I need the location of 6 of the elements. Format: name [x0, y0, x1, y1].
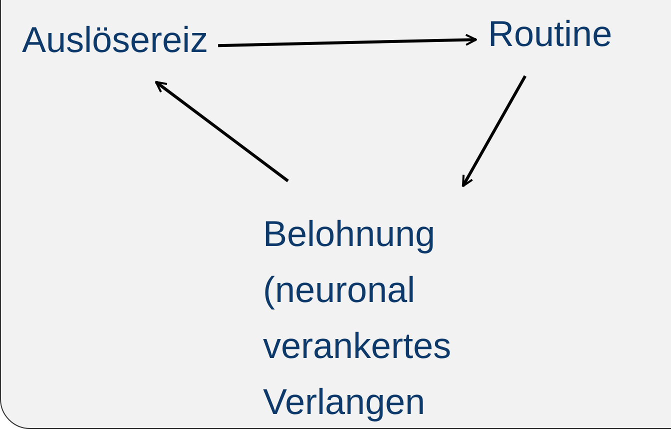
arrow — [462, 75, 527, 187]
node-label: Auslösereiz — [22, 18, 208, 62]
arrow — [154, 80, 289, 182]
node-label: Routine — [488, 12, 612, 56]
node-label: Belohnung (neuronal verankertes Verlangen — [263, 212, 452, 424]
arrow — [218, 34, 477, 48]
